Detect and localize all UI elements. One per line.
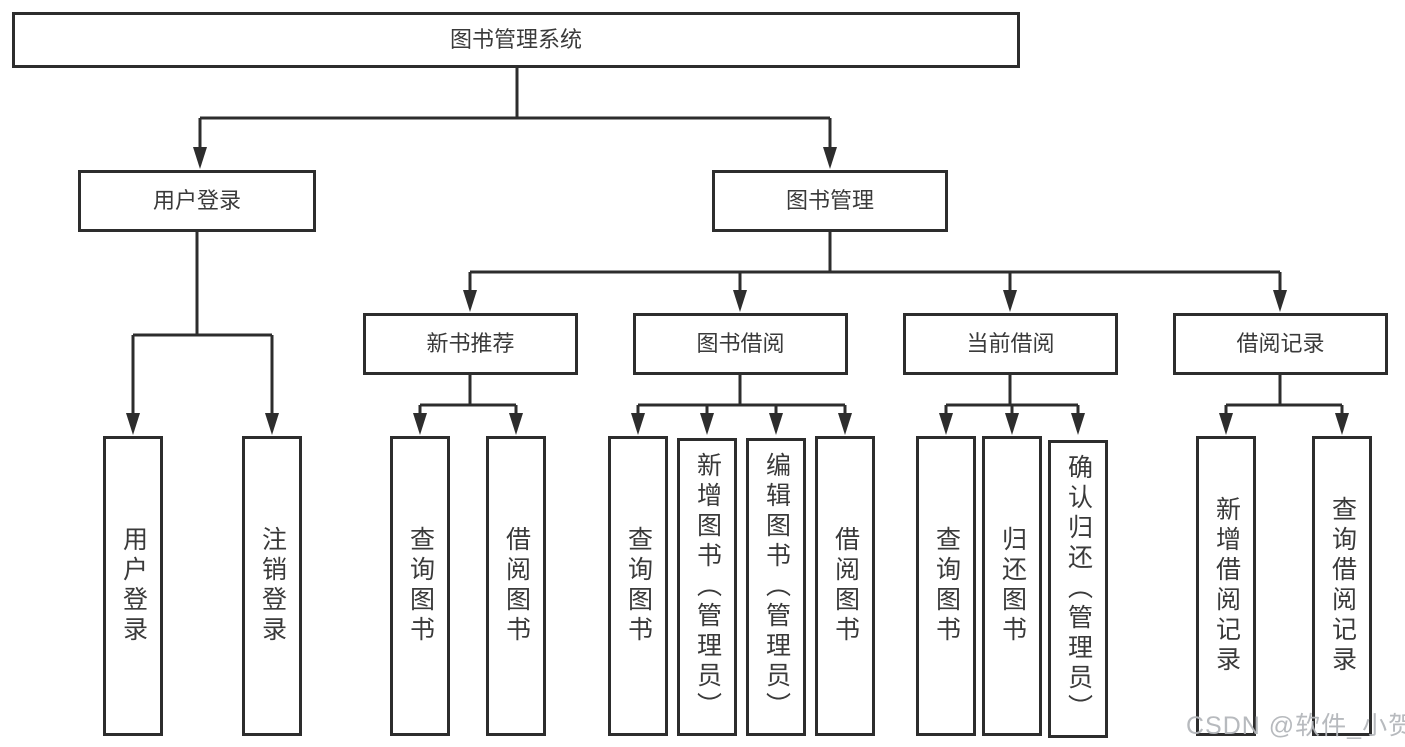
connector-borrow-record-children [1219,375,1349,435]
node-book-management: 图书管理 [712,170,948,232]
leaf-user-login: 用户登录 [103,436,163,736]
node-borrow-record: 借阅记录 [1173,313,1388,375]
leaf-record-query-record: 查询借阅记录 [1312,436,1372,736]
node-book-borrow: 图书借阅 [633,313,848,375]
node-current-borrow: 当前借阅 [903,313,1118,375]
node-new-book-recommend: 新书推荐 [363,313,578,375]
leaf-borrow-edit-book-admin: 编辑图书（管理员） [746,438,806,736]
node-user-login: 用户登录 [78,170,316,232]
node-root-library-system: 图书管理系统 [12,12,1020,68]
connector-book-borrow-children [631,375,852,435]
leaf-borrow-add-book-admin: 新增图书（管理员） [677,438,737,736]
connector-book-mgmt-to-level3 [463,232,1287,312]
leaf-current-return-book: 归还图书 [982,436,1042,736]
leaf-newbook-query-book: 查询图书 [390,436,450,736]
leaf-record-add-record: 新增借阅记录 [1196,436,1256,736]
connector-current-borrow-children [939,375,1085,435]
leaf-current-query-book: 查询图书 [916,436,976,736]
leaf-newbook-borrow-book: 借阅图书 [486,436,546,736]
leaf-current-confirm-return-admin: 确认归还（管理员） [1048,440,1108,738]
connector-root-to-level2 [193,68,837,169]
connector-user-login-children [126,232,279,435]
leaf-borrow-borrow-book: 借阅图书 [815,436,875,736]
csdn-watermark: CSDN @软件_小贺同学 [1186,712,1405,740]
connector-new-book-children [413,375,523,435]
leaf-logout: 注销登录 [242,436,302,736]
leaf-borrow-query-book: 查询图书 [608,436,668,736]
